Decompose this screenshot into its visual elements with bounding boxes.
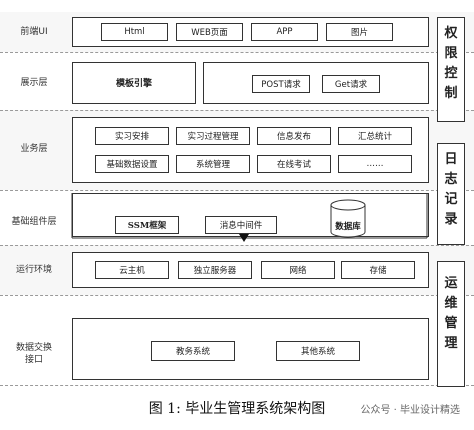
image-box: 图片 <box>326 23 393 41</box>
watermark: 公众号 · 毕业设计精选 <box>358 401 462 416</box>
down-arrow-icon <box>239 234 249 242</box>
app-box: APP <box>251 23 318 41</box>
academic-system-box: 教务系统 <box>151 341 235 361</box>
layer-label-infrastructure: 基础组件层 <box>11 217 57 227</box>
panel-char: 维 <box>444 296 458 311</box>
template-engine-label: 模板引擎 <box>115 79 152 89</box>
panel-char: 制 <box>444 86 458 101</box>
system-management-box: 系统管理 <box>176 155 250 173</box>
separator <box>0 52 474 53</box>
other-system-box: 其他系统 <box>276 341 360 361</box>
ellipsis-box: …… <box>338 155 412 173</box>
runtime-layer: 云主机 独立服务器 网络 存储 <box>72 252 429 288</box>
base-data-box: 基础数据设置 <box>95 155 169 173</box>
separator <box>0 385 474 386</box>
cloud-host-box: 云主机 <box>95 261 169 279</box>
panel-char: 运 <box>444 276 458 291</box>
panel-char: 理 <box>444 336 458 351</box>
separator <box>0 245 474 246</box>
layer-label-runtime: 运行环境 <box>15 265 52 275</box>
infrastructure-frame: SSM框架 消息中间件 <box>72 193 429 237</box>
panel-char: 限 <box>444 46 458 61</box>
storage-box: 存储 <box>341 261 415 279</box>
get-request-box: Get请求 <box>322 75 380 93</box>
panel-char: 日 <box>444 152 458 167</box>
summary-stats-box: 汇总统计 <box>338 127 412 145</box>
operations-panel: 运 维 管 理 <box>437 261 465 387</box>
message-middleware-box: 消息中间件 <box>205 216 277 234</box>
internship-arrangement-box: 实习安排 <box>95 127 169 145</box>
panel-char: 控 <box>444 66 458 81</box>
layer-label-data-exchange: 数据交换 接口 <box>8 342 60 366</box>
separator <box>0 295 474 296</box>
layer-label-business: 业务层 <box>20 144 48 154</box>
figure-caption: 图 1: 毕业生管理系统架构图 <box>148 401 326 417</box>
panel-char: 录 <box>444 212 458 227</box>
internship-process-box: 实习过程管理 <box>176 127 250 145</box>
panel-char: 志 <box>444 172 458 187</box>
business-layer: 实习安排 实习过程管理 信息发布 汇总统计 基础数据设置 系统管理 在线考试 …… <box>72 117 429 183</box>
info-publish-box: 信息发布 <box>257 127 331 145</box>
html-box: Html <box>101 23 168 41</box>
panel-char: 管 <box>444 316 458 331</box>
panel-char: 权 <box>444 26 458 41</box>
online-exam-box: 在线考试 <box>257 155 331 173</box>
ssm-framework-box: SSM框架 <box>115 216 179 234</box>
layer-label-frontend: 前端UI <box>20 27 48 37</box>
post-request-box: POST请求 <box>252 75 310 93</box>
data-exchange-line2: 接口 <box>24 355 43 365</box>
data-exchange-line1: 数据交换 <box>15 343 52 353</box>
separator <box>0 110 474 111</box>
separator <box>0 190 474 191</box>
data-exchange-layer: 教务系统 其他系统 <box>72 318 429 380</box>
database-label: 数据库 <box>335 222 361 232</box>
access-control-panel: 权 限 控 制 <box>437 17 465 122</box>
panel-char: 记 <box>444 192 458 207</box>
network-box: 网络 <box>261 261 335 279</box>
layer-label-presentation: 展示层 <box>20 78 48 88</box>
web-page-box: WEB页面 <box>176 23 243 41</box>
frontend-layer: Html WEB页面 APP 图片 <box>72 17 429 47</box>
log-records-panel: 日 志 记 录 <box>437 143 465 245</box>
requests-layer: POST请求 Get请求 <box>203 62 429 104</box>
template-engine-layer: 模板引擎 <box>72 62 196 104</box>
dedicated-server-box: 独立服务器 <box>178 261 252 279</box>
database-cylinder-icon <box>330 199 366 238</box>
